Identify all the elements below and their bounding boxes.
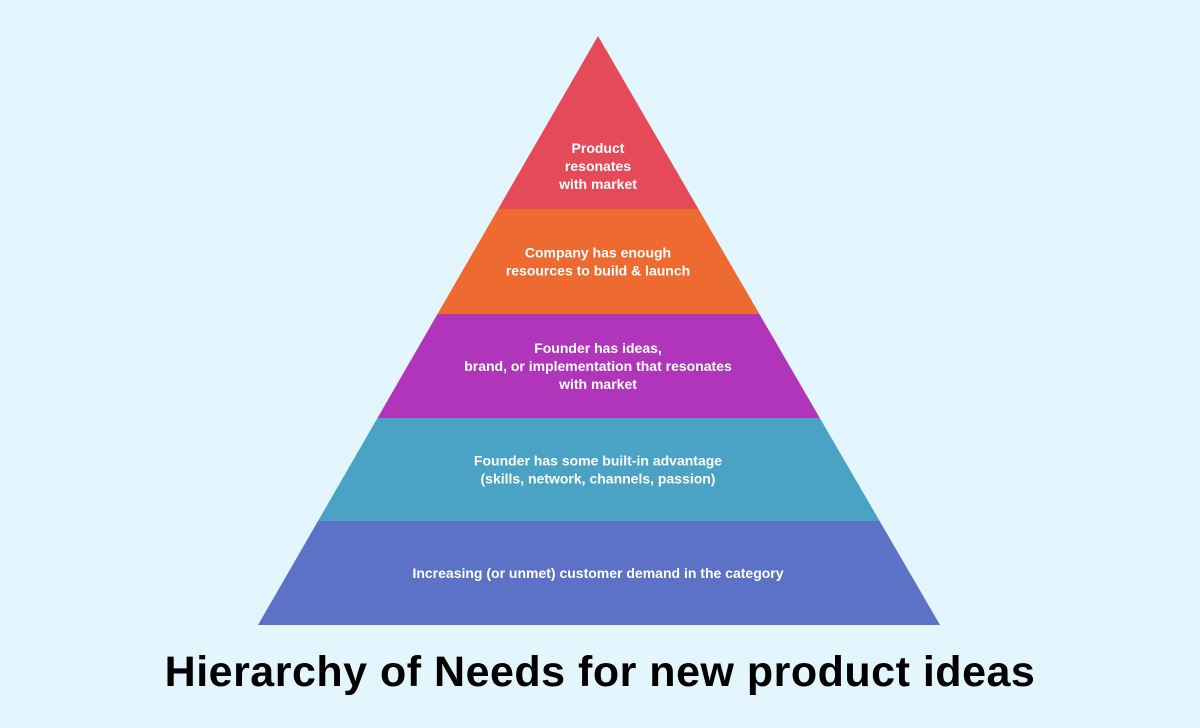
pyramid-level-label: (skills, network, channels, passion) bbox=[481, 471, 716, 487]
pyramid-level-shape bbox=[258, 521, 940, 625]
pyramid-level-label: Increasing (or unmet) customer demand in… bbox=[412, 565, 783, 581]
diagram-title: Hierarchy of Needs for new product ideas bbox=[164, 648, 1036, 696]
pyramid-level-label: Company has enough bbox=[525, 245, 671, 261]
pyramid-level-label: resources to build & launch bbox=[506, 263, 690, 279]
pyramid-level-label: resonates bbox=[565, 158, 631, 174]
pyramid-level-shape bbox=[377, 314, 820, 418]
pyramid-level-shape bbox=[318, 418, 880, 521]
pyramid-level-label: with market bbox=[558, 376, 637, 392]
pyramid-level-label: Product bbox=[572, 140, 625, 156]
pyramid-level-label: with market bbox=[558, 176, 637, 192]
pyramid-level-label: Founder has ideas, bbox=[534, 340, 662, 356]
pyramid-level-shape bbox=[437, 209, 760, 314]
pyramid-level-2: Company has enough resources to build & l… bbox=[437, 209, 760, 314]
pyramid-level-3: Founder has ideas, brand, or implementati… bbox=[377, 314, 820, 418]
pyramid-level-5: Increasing (or unmet) customer demand in… bbox=[258, 521, 940, 625]
pyramid-level-label: Founder has some built-in advantage bbox=[474, 453, 722, 469]
pyramid-level-shape bbox=[498, 36, 699, 209]
pyramid-level-4: Founder has some built-in advantage (skil… bbox=[318, 418, 880, 521]
pyramid-level-label: brand, or implementation that resonates bbox=[464, 358, 732, 374]
pyramid-level-1: Product resonates with market bbox=[498, 36, 699, 209]
